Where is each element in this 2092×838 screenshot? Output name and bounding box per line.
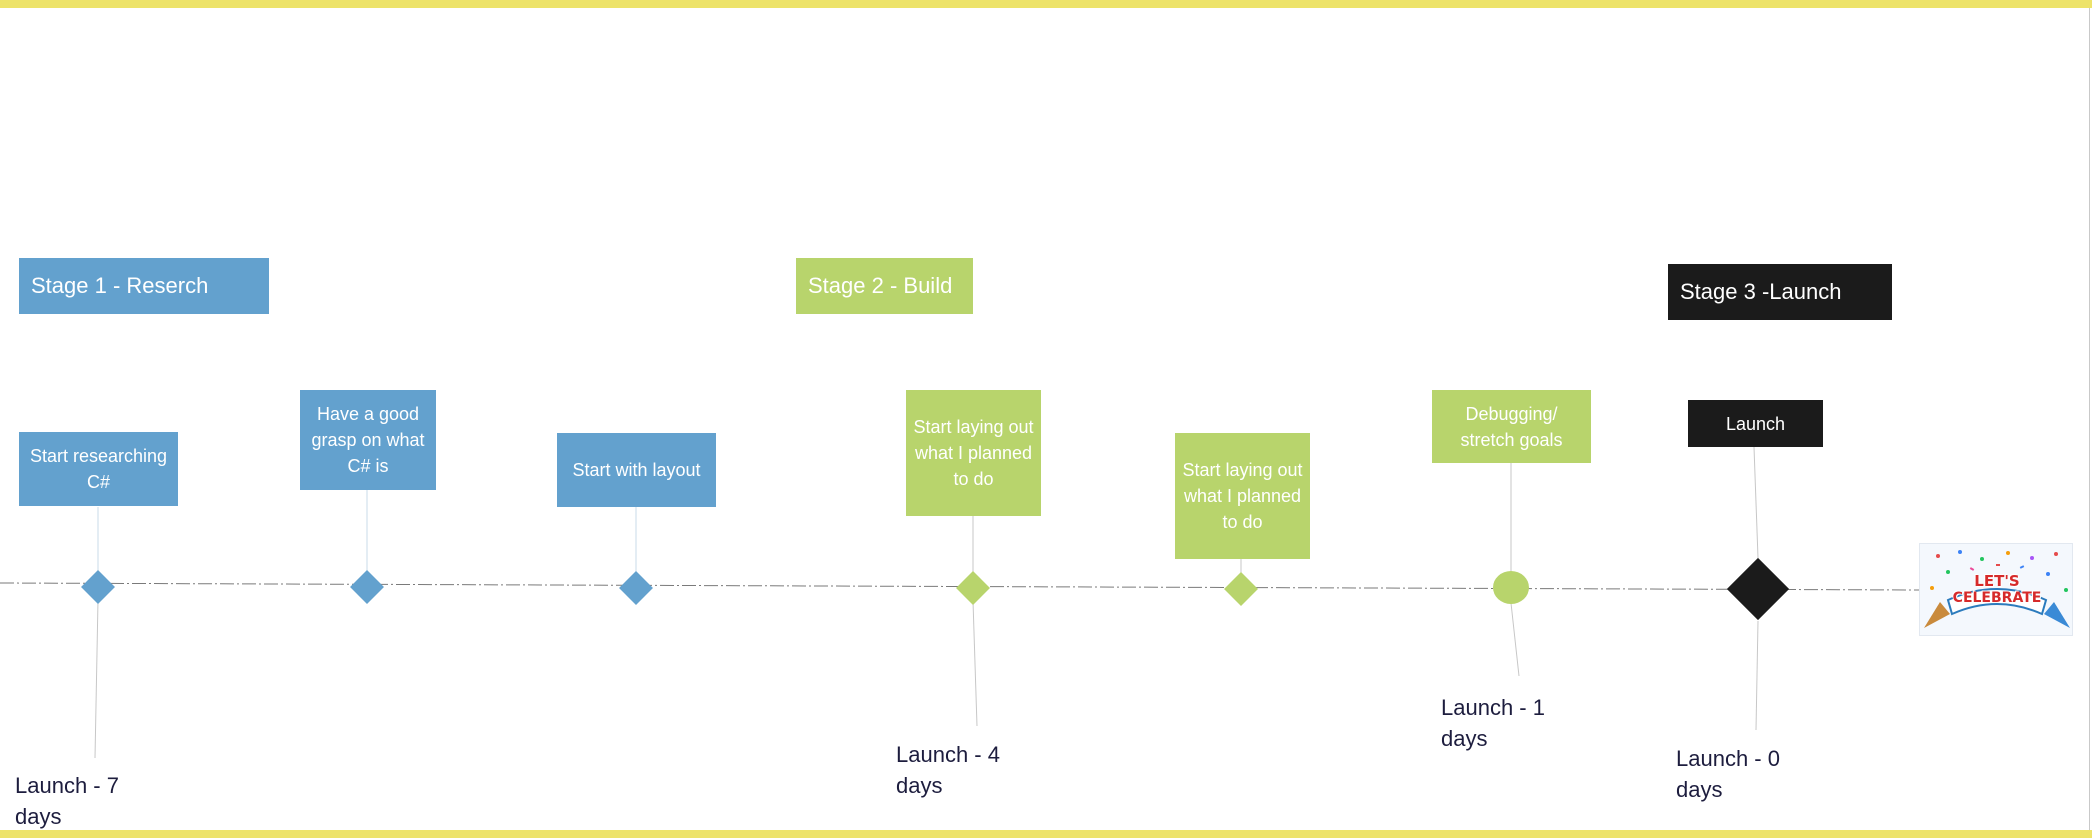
stage-3-header: Stage 3 -Launch: [1668, 264, 1892, 320]
milestone-card-3: Start with layout: [557, 433, 716, 507]
connector-1-down: [94, 599, 99, 759]
frame-top-border: [0, 0, 2092, 8]
milestone-card-2: Have a good grasp on what C# is: [300, 390, 436, 490]
celebration-word-2: CELEBRATE: [1952, 590, 2042, 606]
countdown-label-0-days: Launch - 0 days: [1676, 746, 1780, 802]
celebration-image: LET'S CELEBRATE: [1919, 543, 2073, 636]
frame-bottom-border: [0, 830, 2092, 838]
milestone-card-6: Debugging/ stretch goals: [1432, 390, 1591, 463]
milestone-marker-6: [1493, 571, 1529, 604]
milestone-card-7: Launch: [1688, 400, 1823, 447]
confetti-icon: [1924, 550, 2070, 628]
milestone-card-5: Start laying out what I planned to do: [1175, 433, 1310, 559]
countdown-label-4-days: Launch - 4 days: [896, 742, 1000, 798]
countdown-label-7-days: Launch - 7 days: [15, 773, 119, 829]
party-popper-left: [1924, 602, 1950, 628]
connector-7-up: [1753, 446, 1759, 559]
stage-2-header: Stage 2 - Build: [796, 258, 973, 314]
celebration-word-1: LET'S: [1974, 572, 2020, 590]
milestone-card-1: Start researching C#: [19, 432, 178, 506]
countdown-label-1-days: Launch - 1 days: [1441, 695, 1545, 751]
connector-7-down: [1755, 620, 1759, 731]
frame-right-edge: [2089, 8, 2090, 830]
stage-1-header: Stage 1 - Reserch: [19, 258, 269, 314]
party-popper-right: [2044, 602, 2070, 628]
connector-6-down: [1510, 602, 1520, 677]
milestone-card-4: Start laying out what I planned to do: [906, 390, 1041, 516]
connector-4-down: [972, 600, 978, 727]
